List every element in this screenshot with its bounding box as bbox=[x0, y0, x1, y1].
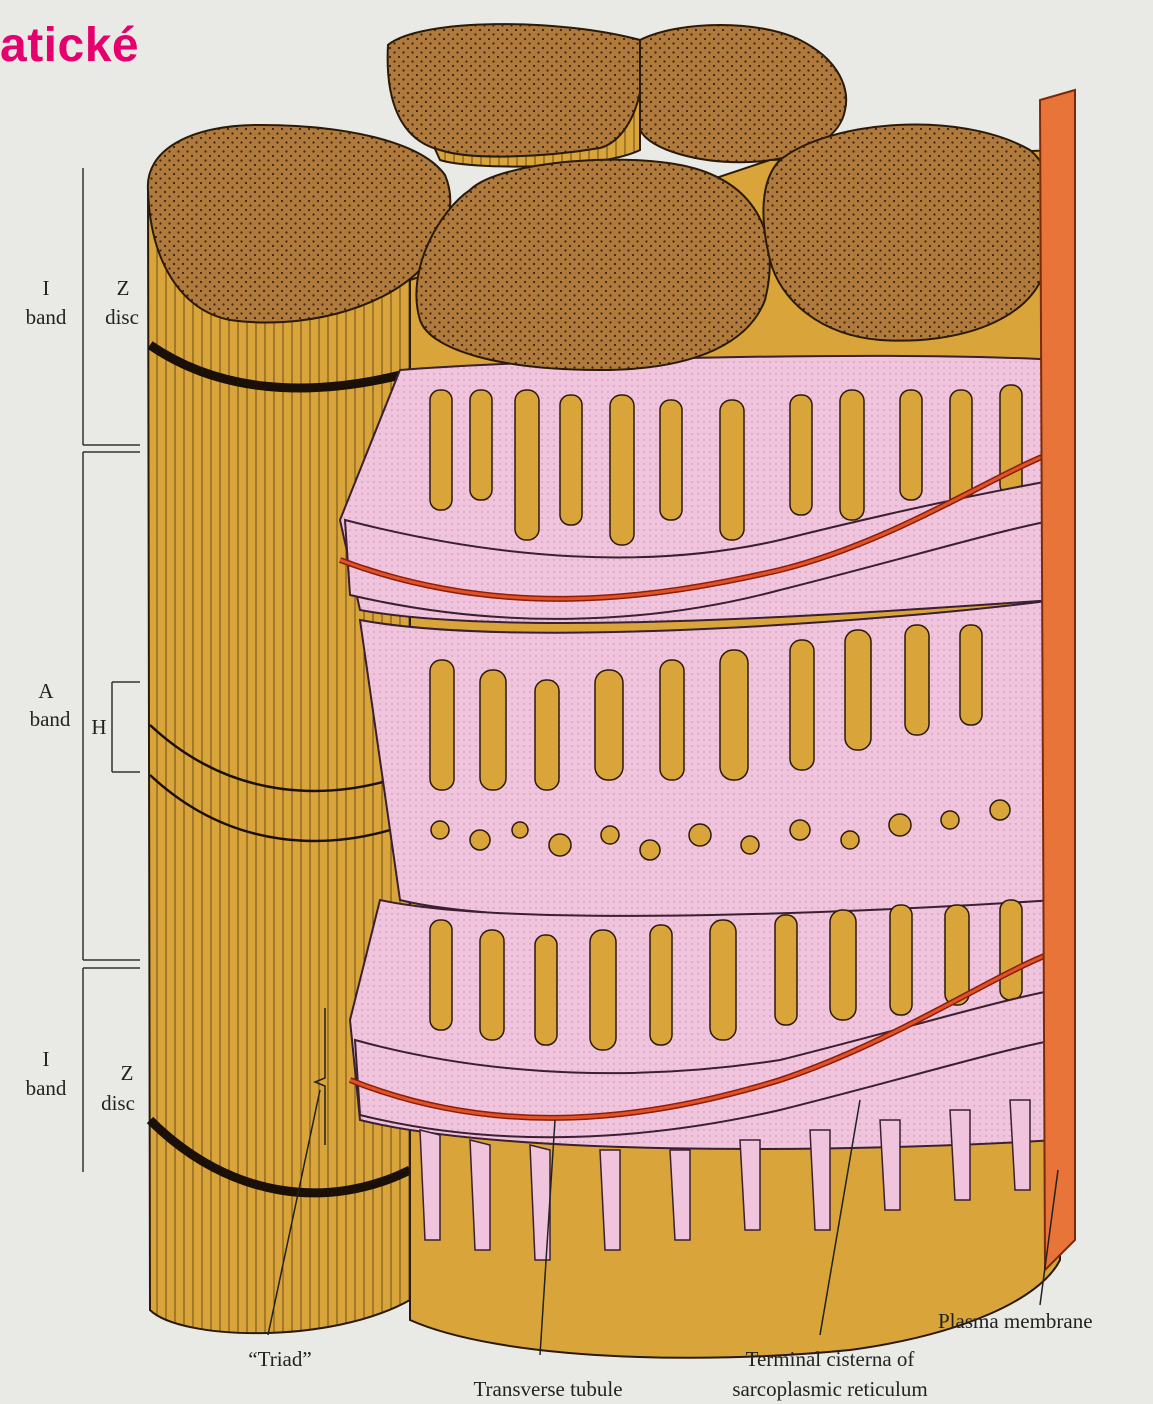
plasma-membrane bbox=[1040, 90, 1075, 1270]
z-disc-bottom-letter: Z bbox=[102, 1062, 152, 1084]
i-band-top-letter: I bbox=[20, 277, 72, 299]
i-band-bottom-letter: I bbox=[20, 1048, 72, 1070]
terminal-cisterna-label-line2: sarcoplasmic reticulum bbox=[690, 1378, 970, 1400]
i-band-bottom-word: band bbox=[20, 1077, 72, 1099]
reticulum-middle bbox=[360, 600, 1055, 919]
back-myofibril-1-top bbox=[388, 24, 643, 156]
a-band-letter: A bbox=[20, 680, 72, 702]
z-disc-top-letter: Z bbox=[98, 277, 148, 299]
back-myofibrils bbox=[388, 24, 847, 166]
page-heading: atické bbox=[0, 18, 139, 73]
right-myofibril-top bbox=[763, 125, 1054, 341]
i-band-top-word: band bbox=[20, 306, 72, 328]
center-myofibril-top bbox=[416, 160, 769, 370]
h-zone-label: H bbox=[88, 716, 110, 738]
plasma-membrane-label: Plasma membrane bbox=[938, 1310, 1152, 1332]
transverse-tubule-label: Transverse tubule bbox=[448, 1378, 648, 1400]
triad-label: “Triad” bbox=[225, 1348, 335, 1370]
a-band-word: band bbox=[20, 708, 80, 730]
z-disc-top-word: disc bbox=[94, 306, 150, 328]
z-disc-bottom-word: disc bbox=[90, 1092, 146, 1114]
terminal-cisterna-label-line1: Terminal cisterna of bbox=[690, 1348, 970, 1370]
